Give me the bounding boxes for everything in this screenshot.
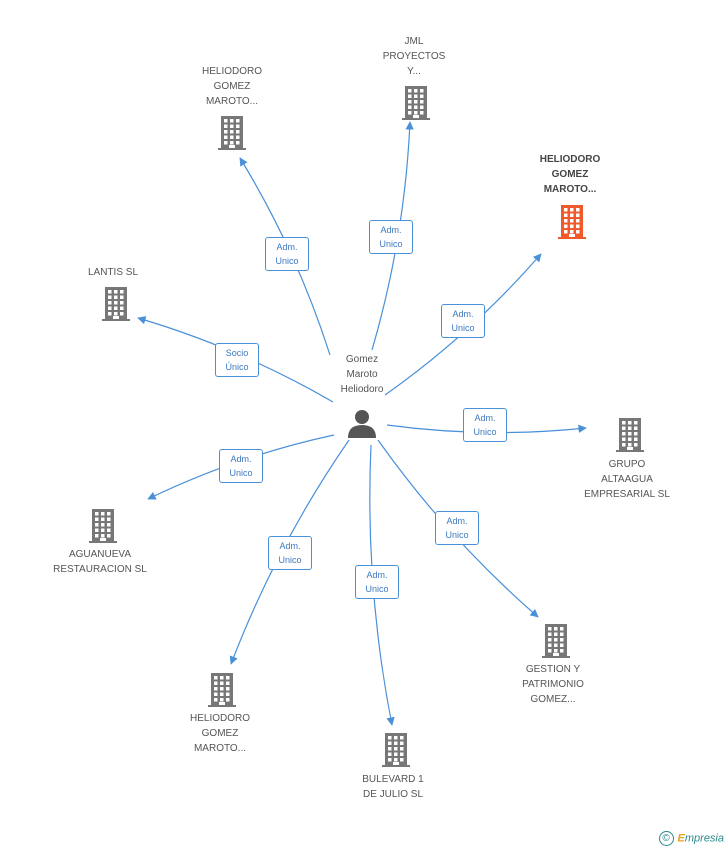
relationship-label-line: Adm. [380,225,402,235]
company-name-line: RESTAURACION SL [53,564,147,575]
relationship-label-line: Unico [365,584,389,594]
company-name-link[interactable]: GESTION Y PATRIMONIO GOMEZ... [488,662,618,707]
company-name-line: HELIODORO [201,66,262,77]
company-name-line: PATRIMONIO [522,679,584,690]
building-icon[interactable] [382,733,410,767]
building-icon[interactable] [102,287,130,321]
building-icon[interactable] [89,509,117,543]
center-name-line: Gomez [345,354,379,365]
company-name-link[interactable]: JML PROYECTOS Y... [349,34,479,79]
relationship-label[interactable]: Adm. Unico [355,565,399,599]
person-icon [348,410,376,438]
company-name-line: JML [404,36,424,47]
company-name-line: DE JULIO SL [362,789,424,800]
company-name-line: MAROTO... [205,96,259,107]
building-icon[interactable] [208,673,236,707]
relationship-label[interactable]: Adm. Unico [435,511,479,545]
relationship-label-line: Adm. [279,541,301,551]
center-name-line: Heliodoro [340,384,384,395]
company-name-link[interactable]: HELIODORO GOMEZ MAROTO... [505,152,635,197]
brand-logo: ©Empresia [658,831,724,846]
center-name-line: Maroto [346,369,378,380]
relationship-label-line: Adm. [230,454,252,464]
relationship-label-line: Unico [473,427,497,437]
building-icon[interactable] [402,86,430,120]
company-name-line: LANTIS SL [87,267,139,278]
relationship-label-line: Socio [225,348,249,358]
company-name-line: MAROTO... [193,743,247,754]
relationship-label-line: Único [225,362,249,372]
company-name-link[interactable]: BULEVARD 1 DE JULIO SL [328,772,458,802]
brand-initial: E [677,832,685,845]
relationship-label[interactable]: Adm. Unico [463,408,507,442]
relationship-label-line: Adm. [366,570,388,580]
company-name-line: HELIODORO [189,713,250,724]
company-name-line: PROYECTOS [382,51,446,62]
company-name-line: Y... [407,66,421,77]
company-name-link[interactable]: AGUANUEVA RESTAURACION SL [35,547,165,577]
relationship-label-line: Unico [229,468,253,478]
relationship-label-line: Adm. [474,413,496,423]
relationship-label[interactable]: Adm. Unico [369,220,413,254]
relationship-label[interactable]: Adm. Unico [265,237,309,271]
relationship-label-line: Adm. [446,516,468,526]
relationship-label-line: Adm. [452,309,474,319]
relationship-label-line: Unico [275,256,299,266]
company-name-line: EMPRESARIAL SL [584,489,670,500]
company-name-link[interactable]: LANTIS SL [48,265,178,280]
relationship-label-line: Unico [451,323,475,333]
company-name-line: GESTION Y [525,664,581,675]
relationship-label-line: Unico [379,239,403,249]
copyright-icon: © [658,831,674,846]
center-person-name[interactable]: Gomez Maroto Heliodoro [320,352,404,397]
relationship-label-line: Unico [278,555,302,565]
company-name-line: AGUANUEVA [68,549,132,560]
company-name-link[interactable]: HELIODORO GOMEZ MAROTO... [155,711,285,756]
company-name-line: GOMEZ [213,81,251,92]
company-name-line: GOMEZ... [530,694,576,705]
company-name-line: ALTAAGUA [601,474,653,485]
relationship-label[interactable]: Adm. Unico [268,536,312,570]
company-name-link[interactable]: GRUPO ALTAAGUA EMPRESARIAL SL [562,457,692,502]
building-icon[interactable] [542,624,570,658]
company-name-link[interactable]: HELIODORO GOMEZ MAROTO... [167,64,297,109]
building-icon[interactable] [218,116,246,150]
company-name-line: GOMEZ [201,728,239,739]
brand-name: mpresia [684,832,724,845]
company-name-line: GOMEZ [551,169,589,180]
company-name-line: BULEVARD 1 [362,774,424,785]
relationship-label-line: Adm. [276,242,298,252]
building-icon[interactable] [558,205,586,239]
company-name-line: HELIODORO [539,154,601,165]
relationship-label-line: Unico [445,530,469,540]
relationship-label[interactable]: Adm. Unico [219,449,263,483]
building-icon[interactable] [616,418,644,452]
company-name-line: MAROTO... [543,184,597,195]
company-name-line: GRUPO [608,459,646,470]
relationship-label[interactable]: Adm. Unico [441,304,485,338]
